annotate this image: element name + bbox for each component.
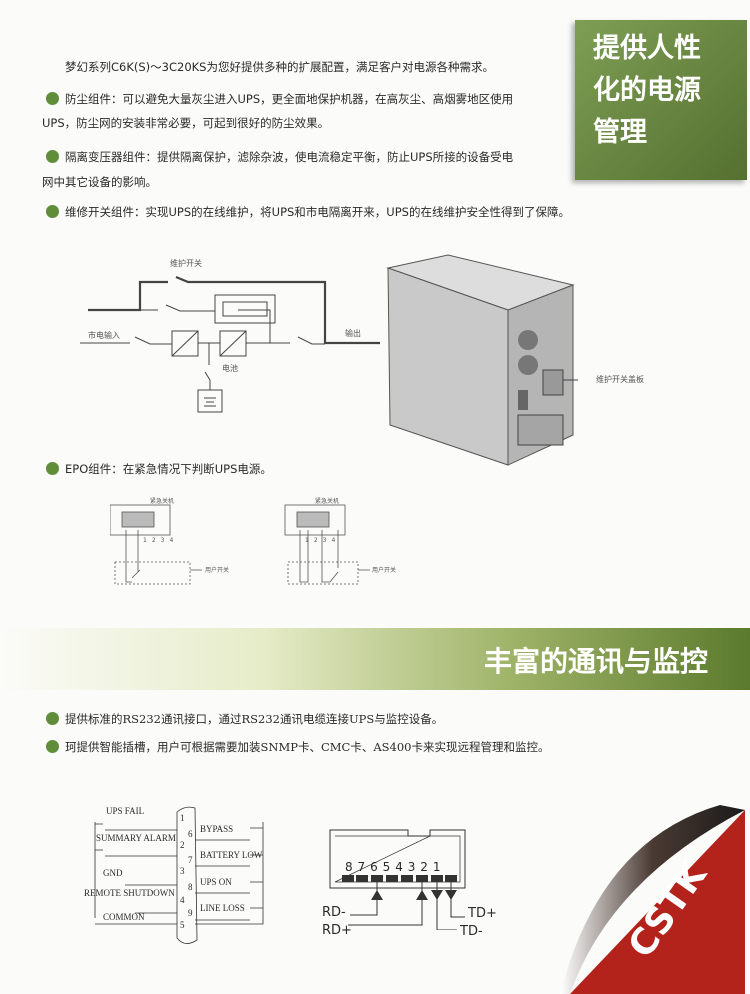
bullet-icon	[46, 462, 59, 475]
epo-pins: 1234	[305, 537, 341, 544]
bullet-icon	[46, 92, 59, 105]
db9-label: BYPASS	[200, 824, 234, 834]
user-switch-label: 用户开关	[372, 567, 397, 574]
db9-label: GND	[103, 868, 123, 878]
section-title-line: 管理	[593, 117, 647, 148]
section-title-line: 提供人性	[593, 33, 701, 64]
label-cabinet-cover: 维护开关盖板	[596, 375, 644, 384]
signal-rd-minus: RD-	[322, 905, 346, 920]
db9-label: UPS FAIL	[106, 806, 145, 816]
signal-td-minus: TD-	[460, 924, 483, 939]
bullet-icon	[46, 712, 59, 725]
bullet-text: 珂提供智能插槽，用户可根据需要加装SNMP卡、CMC卡、AS400卡来实现远程管…	[65, 740, 550, 754]
epo-title: 紧急关机	[315, 498, 340, 505]
label-output: 输出	[345, 329, 361, 338]
db9-pin: 8	[188, 882, 193, 892]
db9-pin: 4	[180, 895, 185, 905]
rj45-pin-numbers: 87654321	[345, 860, 446, 874]
bullet-icon	[46, 205, 59, 218]
bullet-text: 维修开关组件：实现UPS的在线维护，将UPS和市电隔离开来，UPS的在线维护安全…	[65, 205, 570, 219]
bullet-text: 提供标准的RS232通讯接口，通过RS232通讯电缆连接UPS与监控设备。	[65, 712, 444, 726]
intro-text: 梦幻系列C6K(S)～3C20KS为您好提供多种的扩展配置，满足客户对电源各种需…	[65, 60, 494, 74]
bullet-text: 隔离变压器组件：提供隔离保护，滤除杂波，使电流稳定平衡，防止UPS所接的设备受电	[65, 150, 514, 164]
section-band	[0, 628, 750, 690]
bullet-text: 网中其它设备的影响。	[42, 175, 157, 189]
section-title-box: 提供人性 化的电源 管理	[575, 20, 747, 180]
bullet-switch: 维修开关组件：实现UPS的在线维护，将UPS和市电隔离开来，UPS的在线维护安全…	[46, 201, 570, 223]
epo-wiring-diagrams	[110, 504, 370, 585]
db9-label: SUMMARY ALARM	[96, 833, 176, 843]
bullet-epo: EPO组件：在紧急情况下判断UPS电源。	[46, 458, 272, 480]
db9-pin: 9	[188, 908, 193, 918]
rj45-connector-diagram	[329, 829, 466, 930]
epo-title: 紧急关机	[150, 498, 175, 505]
maintenance-circuit-diagram	[80, 275, 380, 413]
label-bypass-switch: 维护开关	[170, 259, 202, 268]
db9-pin: 5	[180, 920, 185, 930]
label-input: 市电输入	[88, 331, 120, 340]
label-battery: 电池	[222, 364, 238, 373]
db9-label: UPS ON	[200, 877, 232, 887]
bullet-text: UPS，防尘网的安装非常必要，可起到很好的防尘效果。	[42, 116, 330, 130]
ups-cabinet-illustration	[386, 254, 578, 466]
bullet-transformer: 隔离变压器组件：提供隔离保护，滤除杂波，使电流稳定平衡，防止UPS所接的设备受电	[46, 146, 513, 168]
db9-label: BATTERY LOW	[200, 850, 263, 860]
section2-title: 丰富的通讯与监控	[483, 645, 708, 678]
db9-pin: 2	[180, 840, 185, 850]
bullet-slot: 珂提供智能插槽，用户可根据需要加装SNMP卡、CMC卡、AS400卡来实现远程管…	[46, 736, 549, 758]
db9-pin: 3	[180, 866, 185, 876]
bullet-icon	[46, 150, 59, 163]
db9-label: REMOTE SHUTDOWN	[84, 888, 175, 898]
bullet-text: 防尘组件：可以避免大量灰尘进入UPS，更全面地保护机器，在高灰尘、高烟雾地区使用	[65, 92, 514, 106]
bullet-text: EPO组件：在紧急情况下判断UPS电源。	[65, 462, 272, 476]
db9-label: COMMON	[103, 912, 145, 922]
db9-pin: 7	[188, 855, 193, 865]
epo-pins: 1234	[143, 537, 179, 544]
bullet-rs232: 提供标准的RS232通讯接口，通过RS232通讯电缆连接UPS与监控设备。	[46, 708, 443, 730]
db9-label: LINE LOSS	[200, 903, 245, 913]
section-title-line: 化的电源	[593, 75, 701, 106]
db9-pin: 6	[188, 829, 193, 839]
db9-pin: 1	[180, 813, 185, 823]
signal-rd-plus: RD+	[322, 923, 352, 938]
db9-connector-diagram	[94, 806, 264, 944]
bullet-dust: 防尘组件：可以避免大量灰尘进入UPS，更全面地保护机器，在高灰尘、高烟雾地区使用	[46, 88, 513, 110]
page-curl-logo	[560, 805, 745, 994]
user-switch-label: 用户开关	[205, 567, 230, 574]
bullet-icon	[46, 740, 59, 753]
signal-td-plus: TD+	[468, 906, 497, 921]
